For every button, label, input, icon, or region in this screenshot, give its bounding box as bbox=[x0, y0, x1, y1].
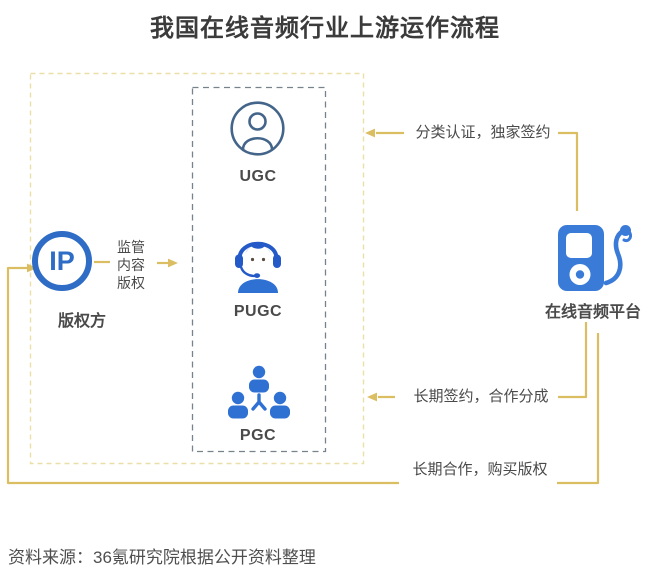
page-title: 我国在线音频行业上游运作流程 bbox=[150, 15, 500, 42]
flow-label-middle: 长期签约，合作分成 bbox=[413, 388, 549, 405]
flow-top-right-line bbox=[558, 131, 579, 211]
arrowhead-into-inner-box bbox=[168, 258, 178, 268]
creator-label-ugc: UGC bbox=[239, 168, 277, 185]
transfer-text-line: 监管 bbox=[117, 239, 145, 255]
audio-player-icon bbox=[558, 225, 632, 291]
creator-label-pgc: PGC bbox=[239, 427, 277, 444]
flow-middle-right-line bbox=[558, 322, 588, 399]
copyright-party-label: 版权方 bbox=[57, 313, 106, 330]
flow-bottom-right-line bbox=[557, 333, 600, 485]
flow-label-top: 分类认证，独家签约 bbox=[415, 124, 551, 141]
flow-bottom-left-line bbox=[6, 266, 399, 485]
headset-agent-icon bbox=[235, 241, 281, 293]
arrowhead-flow-top bbox=[365, 128, 375, 138]
creator-label-pugc: PUGC bbox=[233, 303, 283, 320]
platform-label: 在线音频平台 bbox=[544, 304, 641, 321]
source-note: 资料来源：36氪研究院根据公开资料整理 bbox=[8, 548, 316, 567]
ip-badge: IP bbox=[32, 231, 92, 291]
transfer-text: 监管 内容 版权 bbox=[117, 238, 145, 292]
transfer-text-line: 版权 bbox=[117, 275, 145, 291]
flow-label-bottom: 长期合作，购买版权 bbox=[412, 461, 548, 478]
user-circle-icon bbox=[230, 101, 285, 156]
team-icon bbox=[228, 365, 290, 419]
transfer-text-line: 内容 bbox=[117, 257, 145, 273]
arrowhead-flow-middle bbox=[367, 392, 377, 402]
